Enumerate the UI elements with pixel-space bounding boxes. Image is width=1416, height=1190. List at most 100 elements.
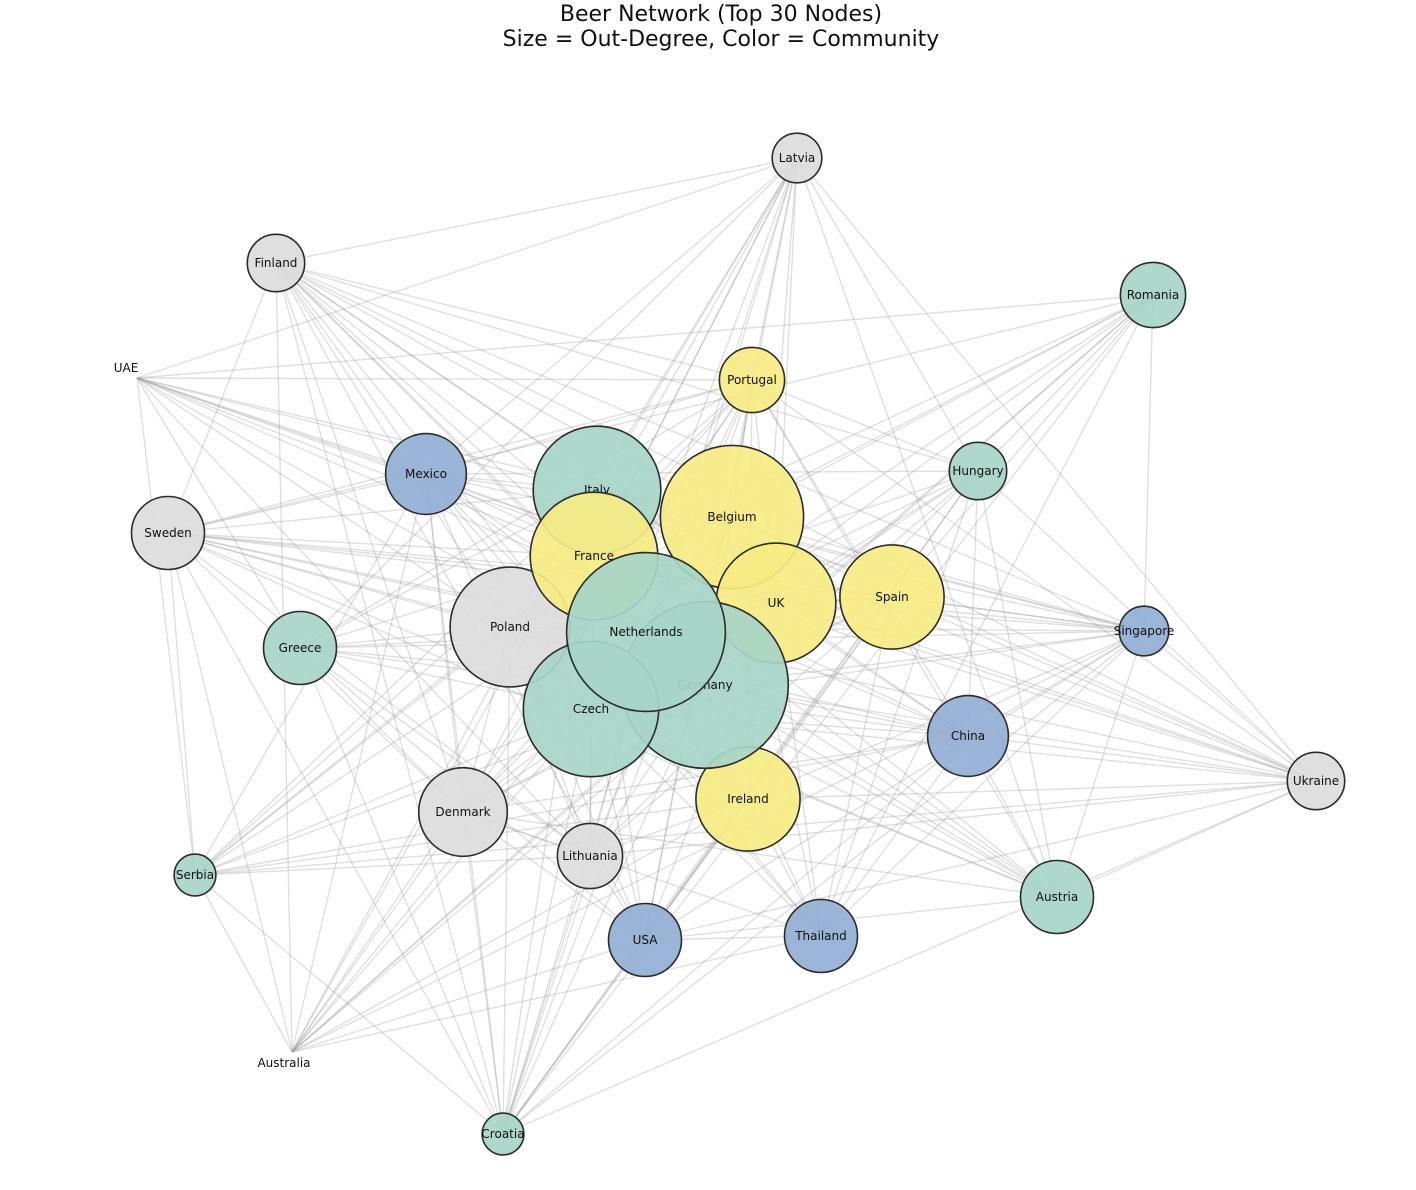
edge-latvia-finland <box>275 157 798 264</box>
node-label-romania: Romania <box>1127 288 1179 302</box>
edge-latvia-hungary <box>796 157 979 472</box>
node-label-netherlands: Netherlands <box>609 625 682 639</box>
node-label-poland: Poland <box>490 620 530 634</box>
edge-finland-sweden <box>167 262 277 534</box>
node-circle-finland <box>246 233 306 293</box>
node-label-usa: USA <box>633 933 659 947</box>
edge-romania-belgium <box>731 294 1154 518</box>
node-circle-greece <box>262 610 338 686</box>
edge-hungary-thailand <box>820 470 979 937</box>
node-label-finland: Finland <box>255 256 298 270</box>
node-circle-usa <box>607 902 683 978</box>
edge-uae-greece <box>136 377 301 649</box>
edge-singapore-austria <box>1056 630 1145 898</box>
edge-ukraine-lithuania <box>589 780 1317 857</box>
edge-hungary-china <box>967 470 979 737</box>
edge-uae-serbia <box>136 377 196 876</box>
edge-lithuania-croatia <box>502 855 591 1135</box>
edge-denmark-croatia <box>462 811 504 1135</box>
node-circle-austria <box>1019 859 1095 935</box>
edge-singapore-ukraine <box>1143 630 1317 782</box>
node-label-sweden: Sweden <box>144 526 191 540</box>
edge-sweden-lithuania <box>167 532 591 857</box>
edge-usa-australia <box>291 939 646 1053</box>
node-label-czech: Czech <box>573 702 609 716</box>
edge-romania-hungary <box>977 294 1154 472</box>
node-label-greece: Greece <box>279 641 322 655</box>
edge-mexico-denmark <box>425 473 464 813</box>
edge-romania-croatia <box>502 294 1154 1135</box>
edge-germany-ukraine <box>704 684 1317 782</box>
edge-sweden-croatia <box>167 532 504 1135</box>
edge-belgium-ukraine <box>731 516 1317 782</box>
edge-hungary-usa <box>644 470 979 941</box>
node-label-france: France <box>574 549 614 563</box>
edge-spain-ukraine <box>891 596 1317 782</box>
edge-thailand-australia <box>291 935 822 1053</box>
edge-latvia-austria <box>796 157 1058 898</box>
node-circle-mexico <box>384 432 468 516</box>
edge-italy-sweden <box>167 489 598 534</box>
node-circle-latvia <box>771 132 823 184</box>
node-label-mexico: Mexico <box>405 467 447 481</box>
node-hungary: Hungary <box>948 441 1008 501</box>
node-circle-romania <box>1119 261 1187 329</box>
node-austria: Austria <box>1019 859 1095 935</box>
node-label-uae: UAE <box>114 361 139 375</box>
edge-uae-mexico <box>136 377 427 475</box>
node-circle-croatia <box>481 1112 525 1156</box>
edge-finland-portugal <box>275 262 753 381</box>
node-circle-hungary <box>948 441 1008 501</box>
edge-latvia-greece <box>299 157 798 649</box>
chart-title-line-2: Size = Out-Degree, Color = Community <box>502 27 940 52</box>
edge-ukraine-ireland <box>747 780 1317 800</box>
node-label-spain: Spain <box>875 590 909 604</box>
edge-uae-france <box>136 377 595 557</box>
edge-czech-australia <box>291 708 592 1053</box>
node-label-belgium: Belgium <box>707 510 756 524</box>
node-lithuania: Lithuania <box>556 822 624 890</box>
edge-serbia-croatia <box>194 874 504 1135</box>
node-label-austria: Austria <box>1036 890 1078 904</box>
edge-hungary-austria <box>977 470 1058 898</box>
edge-latvia-mexico <box>425 157 798 475</box>
edge-finland-croatia <box>275 262 504 1135</box>
node-circle-serbia <box>173 853 217 897</box>
node-croatia: Croatia <box>481 1112 525 1156</box>
edge-latvia-uae <box>136 157 798 379</box>
node-thailand: Thailand <box>783 898 859 974</box>
edge-romania-spain <box>891 294 1154 598</box>
node-circle-netherlands <box>565 551 727 713</box>
edge-denmark-australia <box>291 811 464 1053</box>
node-label-singapore: Singapore <box>1114 624 1175 638</box>
node-circle-ukraine <box>1286 751 1346 811</box>
node-uae: UAE <box>114 361 139 375</box>
node-australia: Australia <box>257 1056 310 1070</box>
node-circle-spain <box>839 544 945 650</box>
edge-czech-serbia <box>194 708 592 876</box>
edge-spain-croatia <box>502 596 893 1135</box>
edge-sweden-serbia <box>167 532 196 876</box>
node-circle-lithuania <box>556 822 624 890</box>
node-label-portugal: Portugal <box>727 373 777 387</box>
node-label-uk: UK <box>768 596 786 610</box>
nodes-layer: PolandSpainIrelandDenmarkMexicoChinaSwed… <box>114 132 1346 1156</box>
edge-china-serbia <box>194 735 969 876</box>
edge-ukraine-austria <box>1056 780 1317 898</box>
edge-lithuania-serbia <box>194 855 591 876</box>
node-label-lithuania: Lithuania <box>562 849 618 863</box>
node-usa: USA <box>607 902 683 978</box>
node-finland: Finland <box>246 233 306 293</box>
node-greece: Greece <box>262 610 338 686</box>
edge-singapore-thailand <box>820 630 1145 937</box>
node-label-australia: Australia <box>257 1056 310 1070</box>
node-mexico: Mexico <box>384 432 468 516</box>
node-label-thailand: Thailand <box>794 929 847 943</box>
node-latvia: Latvia <box>771 132 823 184</box>
edge-finland-denmark <box>275 262 464 813</box>
node-circle-portugal <box>718 346 786 414</box>
edge-finland-singapore <box>275 262 1145 632</box>
edge-denmark-thailand <box>462 811 822 937</box>
edge-finland-mexico <box>275 262 427 475</box>
node-label-croatia: Croatia <box>481 1127 524 1141</box>
